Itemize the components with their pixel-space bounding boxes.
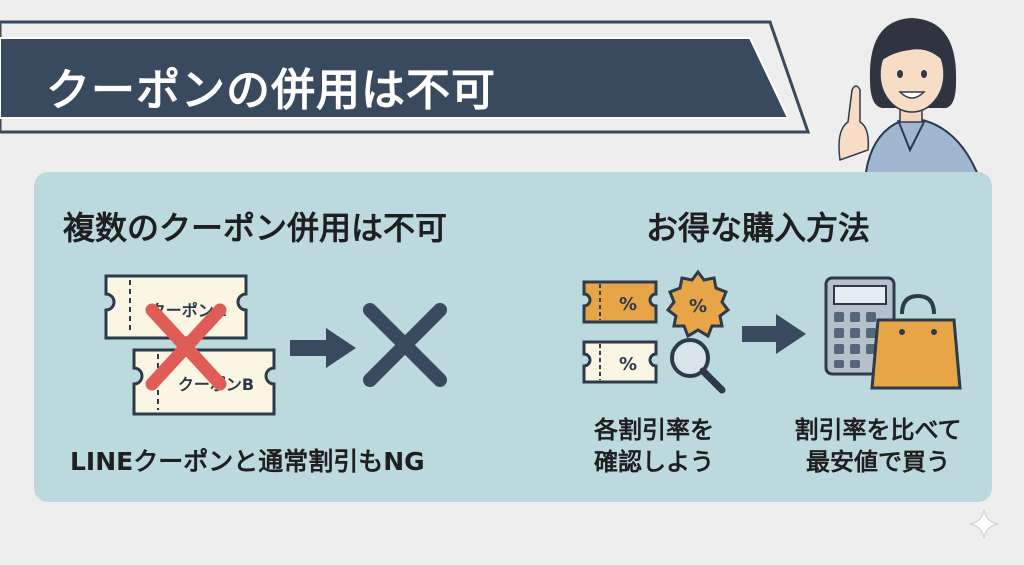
coupon-ticket-icon: % xyxy=(582,340,658,384)
page-title: クーポンの併用は不可 xyxy=(46,65,496,116)
shopping-bag-icon xyxy=(870,293,962,390)
sparkle-icon xyxy=(969,509,999,539)
coupon-stack-illustration: クーポンA クーポンB xyxy=(104,274,276,416)
percent-badge-icon: % xyxy=(665,269,731,339)
svg-text:%: % xyxy=(619,294,637,315)
red-cross-icon xyxy=(145,303,227,391)
magnifier-icon xyxy=(670,338,726,394)
right-caption-check: 各割引率を 確認しよう xyxy=(574,414,734,478)
discount-comparison-illustration: % % % xyxy=(582,269,731,394)
arrow-right-icon xyxy=(290,328,356,368)
svg-text:%: % xyxy=(619,354,637,375)
presenter-illustration xyxy=(838,18,982,181)
caption-line: 確認しよう xyxy=(594,448,714,476)
caption-line: 各割引率を xyxy=(594,416,714,444)
calculator-bag-illustration xyxy=(824,276,962,390)
right-heading: お得な購入方法 xyxy=(646,209,871,247)
title-banner xyxy=(0,20,811,134)
right-caption-compare: 割引率を比べて 最安値で買う xyxy=(778,414,978,478)
coupon-ticket-icon: % xyxy=(582,280,658,324)
caption-line: 割引率を比べて xyxy=(794,416,962,444)
caption-line: 最安値で買う xyxy=(806,448,950,476)
left-heading: 複数のクーポン併用は不可 xyxy=(63,209,448,247)
arrow-right-icon xyxy=(742,314,806,354)
x-mark-icon xyxy=(363,303,447,387)
left-caption: LINEクーポンと通常割引もNG xyxy=(70,447,425,476)
svg-text:%: % xyxy=(689,296,707,317)
